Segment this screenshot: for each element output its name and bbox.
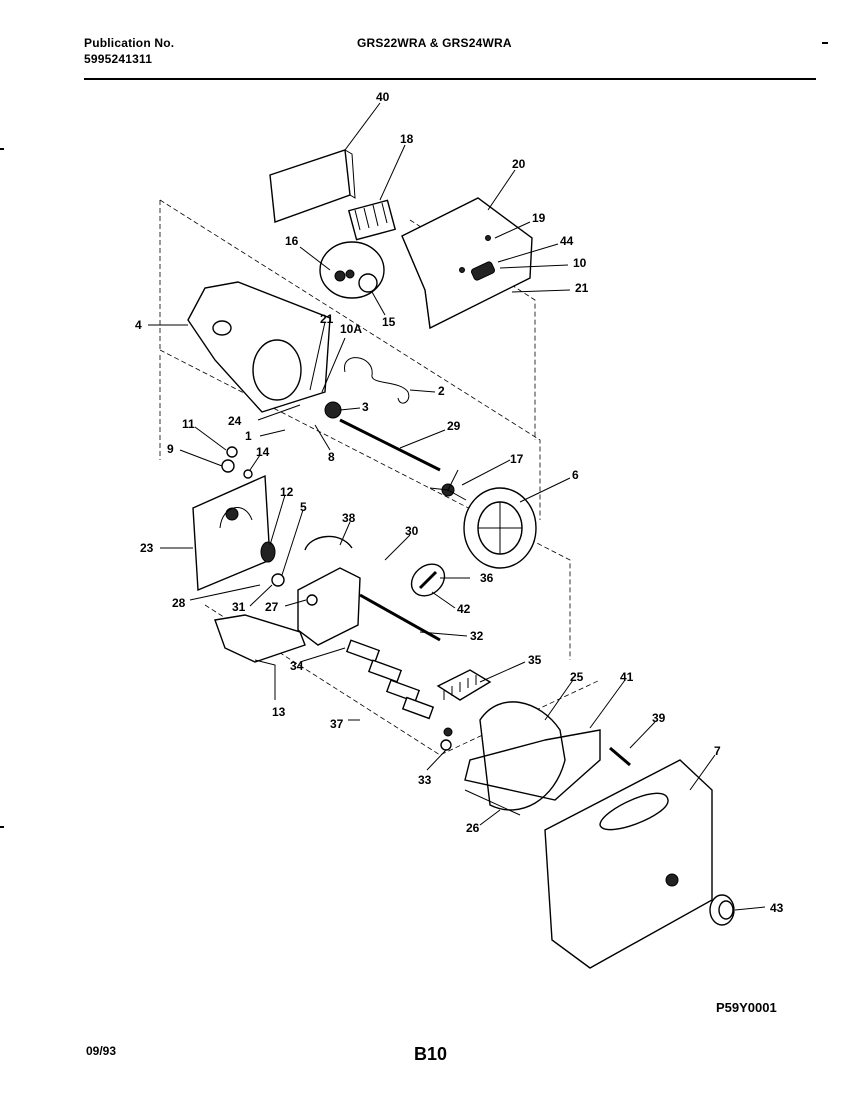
scan-mark: [822, 42, 828, 44]
solenoid-rod-part: [359, 593, 441, 642]
knob-part: [709, 894, 735, 926]
callout-label: 11: [182, 417, 195, 431]
callout-label: 43: [770, 901, 784, 915]
callout-label: 21: [320, 312, 334, 326]
publication-number: 5995241311: [84, 52, 153, 66]
page-code: B10: [414, 1044, 448, 1064]
washer-part: [271, 573, 285, 587]
callout-label: 21: [575, 281, 589, 295]
header-rule: [84, 78, 816, 80]
callout-label: 26: [466, 821, 480, 835]
gear-part: [324, 401, 342, 419]
callout-label: 39: [652, 711, 666, 725]
callout-label: 18: [400, 132, 414, 146]
chute-flap-part: [214, 614, 306, 663]
washer-part: [260, 541, 276, 563]
callout-label: 5: [300, 500, 307, 514]
crusher-blade-part: [429, 469, 467, 501]
callout-label: 37: [330, 717, 344, 731]
callout-label: 29: [447, 419, 461, 433]
callout-label: 34: [290, 659, 304, 673]
callout-label: 10A: [340, 322, 362, 336]
callout-label: 44: [560, 234, 574, 248]
callout-label: 8: [328, 450, 335, 464]
callout-label: 17: [510, 452, 524, 466]
washer-part: [221, 459, 235, 473]
callout-label: 16: [285, 234, 299, 248]
callout-label: 20: [512, 157, 526, 171]
callout-label: 12: [280, 485, 294, 499]
callout-label: 36: [480, 571, 494, 585]
motor-disc-part: [319, 241, 385, 299]
washer-part: [226, 446, 238, 458]
callout-label: 25: [570, 670, 584, 684]
callout-label: 23: [140, 541, 154, 555]
diagram-code: P59Y0001: [716, 1000, 777, 1015]
callout-label: 42: [457, 602, 471, 616]
model-numbers: GRS22WRA & GRS24WRA: [357, 36, 512, 50]
scan-mark: [0, 148, 4, 150]
auger-shaft-part: [339, 418, 441, 472]
callout-label: 35: [528, 653, 542, 667]
callout-label: 1: [245, 429, 252, 443]
front-cover-part: [544, 759, 713, 969]
callout-label: 24: [228, 414, 242, 428]
callout-label: 33: [418, 773, 432, 787]
dispenser-housing-part: [401, 197, 533, 330]
callout-label: 7: [714, 744, 721, 758]
callout-labels: 40 18 20 19 44 10 21 16 15 4 21 10A 2 3 …: [135, 90, 784, 915]
callout-label: 28: [172, 596, 186, 610]
callout-label: 6: [572, 468, 579, 482]
callout-label: 15: [382, 315, 396, 329]
callout-label: 41: [620, 670, 634, 684]
screw-part: [609, 746, 631, 767]
cam-part: [410, 563, 446, 597]
alignment-guide: [204, 604, 601, 756]
ice-bucket-part: [187, 281, 331, 413]
callout-label: 40: [376, 90, 390, 104]
light-shield-part: [269, 149, 356, 223]
nut-part: [440, 739, 452, 751]
callout-label: 10: [573, 256, 587, 270]
connector-block-part: [436, 669, 492, 701]
alignment-guide: [159, 349, 571, 660]
callout-label: 31: [232, 600, 246, 614]
callout-label: 2: [438, 384, 445, 398]
motor-bracket-part: [297, 535, 361, 646]
switch-part: [347, 199, 397, 241]
mounting-plate-part: [192, 474, 271, 592]
auger-drum-part: [463, 487, 537, 569]
chute-housing-part: [464, 701, 601, 816]
callout-label: 3: [362, 400, 369, 414]
callout-label: 32: [470, 629, 484, 643]
callout-label: 30: [405, 524, 419, 538]
leader-lines: [148, 102, 766, 911]
callout-label: 13: [272, 705, 286, 719]
callout-label: 14: [256, 445, 270, 459]
alignment-guide: [159, 199, 541, 520]
callout-label: 38: [342, 511, 356, 525]
scan-mark: [0, 826, 4, 828]
washer-part: [243, 469, 253, 479]
callout-label: 27: [265, 600, 279, 614]
actuator-links-part: [345, 639, 453, 737]
wire-spring-part: [344, 357, 410, 404]
callout-label: 4: [135, 318, 142, 332]
callout-label: 9: [167, 442, 174, 456]
callout-label: 19: [532, 211, 546, 225]
date-code: 09/93: [86, 1044, 117, 1058]
publication-label: Publication No.: [84, 36, 175, 50]
